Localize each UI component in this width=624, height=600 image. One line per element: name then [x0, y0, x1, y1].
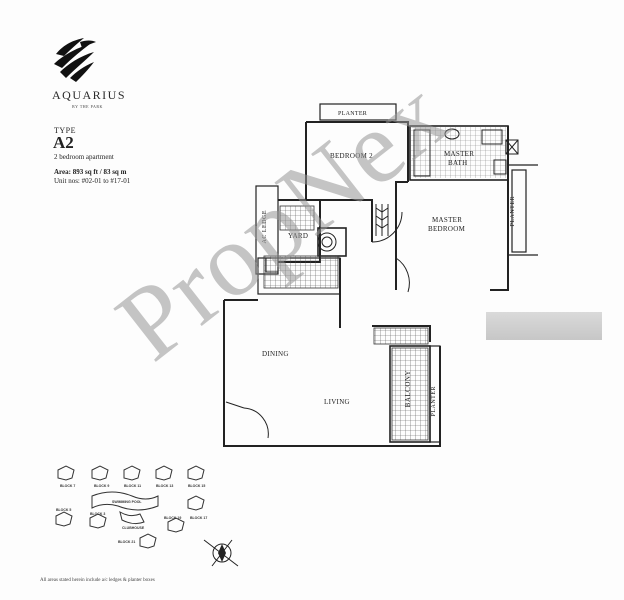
compass-icon — [203, 539, 239, 567]
area-text: Area: 893 sq ft / 83 sq m — [54, 168, 127, 176]
footnote: All areas stated herein include a/c ledg… — [40, 578, 155, 583]
master-bedroom-label-line1: MASTER — [432, 216, 463, 224]
block15-label: BLOCK 15 — [188, 484, 206, 488]
yard-label: YARD — [288, 232, 309, 240]
aquarius-logo-icon — [54, 38, 96, 82]
unit-numbers: Unit nos: #02-01 to #17-01 — [54, 177, 131, 185]
block9-label: BLOCK 9 — [94, 484, 110, 488]
block19-label: BLOCK 19 — [164, 516, 182, 520]
ac-ledge-label: AC LEDGE — [262, 210, 268, 244]
block7-label: BLOCK 7 — [60, 484, 76, 488]
master-bath-label-line2: BATH — [448, 159, 468, 167]
type-label: TYPE — [54, 126, 76, 135]
master-bath-label-line1: MASTER — [444, 150, 475, 158]
living-label: LIVING — [324, 398, 350, 406]
type-description: 2 bedroom apartment — [54, 153, 114, 161]
bedroom2-label: BEDROOM 2 — [330, 152, 373, 160]
brand-name: AQUARIUS — [52, 88, 127, 102]
swimming-pool-label: SWIMMING POOL — [112, 500, 142, 504]
master-bedroom-label-line2: BEDROOM — [428, 225, 466, 233]
brand-tagline: BY THE PARK — [72, 104, 103, 109]
clubhouse-label: CLUBHOUSE — [122, 526, 145, 530]
block5-label: BLOCK 5 — [56, 508, 72, 512]
planter-balcony-label: PLANTER — [431, 386, 437, 417]
planter-right-label: PLANTER — [510, 196, 516, 227]
block21-label: BLOCK 21 — [118, 540, 136, 544]
blurred-stamp — [486, 312, 602, 340]
balcony-label: BALCONY — [404, 370, 412, 408]
block3-label: BLOCK 3 — [90, 512, 106, 516]
type-name: A2 — [53, 133, 74, 152]
planter-top-label: PLANTER — [338, 111, 368, 117]
dining-label: DINING — [262, 350, 289, 358]
block17-label: BLOCK 17 — [190, 516, 208, 520]
block11-label: BLOCK 11 — [124, 484, 142, 488]
block13-label: BLOCK 13 — [156, 484, 174, 488]
